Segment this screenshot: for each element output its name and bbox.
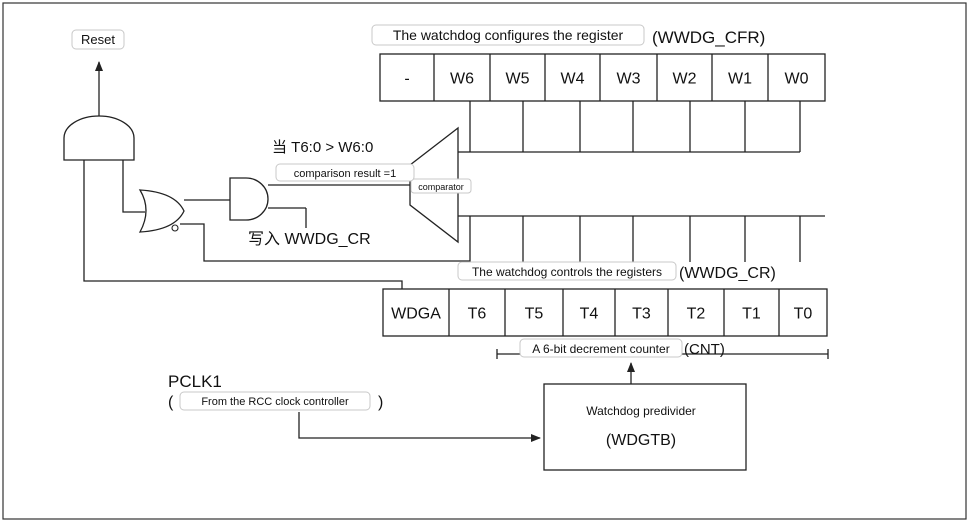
cfr-bit-label: W2 — [673, 70, 697, 87]
cr-title-bg — [457, 261, 677, 281]
t6-feedback-line — [180, 216, 471, 262]
cfr-title: The watchdog configures the register — [393, 27, 624, 43]
reset-and-gate — [63, 115, 135, 161]
cr-bit-t4: T4 — [562, 289, 599, 336]
or-gate — [138, 189, 185, 233]
predivider-name: (WDGTB) — [606, 432, 676, 449]
cr-bit-t0: T0 — [778, 289, 813, 336]
predivider-box — [543, 383, 747, 471]
or-gate-inversion-bubble — [171, 224, 179, 232]
comparator-label-bg — [410, 178, 472, 194]
or-to-reset-gate-line — [122, 160, 145, 213]
cr-register-name: (WWDG_CR) — [679, 265, 776, 282]
cr-bit-label: T3 — [632, 305, 651, 322]
cr-bit-t3: T3 — [614, 289, 651, 336]
pclk-open-paren: ( — [168, 394, 174, 411]
cr-bit-t2: T2 — [667, 289, 706, 336]
cr-bit-label: T4 — [580, 305, 599, 322]
cr-bit-label: T5 — [525, 305, 544, 322]
cfr-bit-label: W5 — [506, 70, 530, 87]
counter-name: (CNT) — [684, 341, 725, 358]
cfr-title-bg — [371, 24, 645, 46]
cr-bit-label: T6 — [468, 305, 487, 322]
cfr-bit-w6: W6 — [433, 54, 474, 101]
pclk-to-predivider-arrow — [298, 412, 541, 442]
cfr-register-name: (WWDG_CFR) — [652, 28, 765, 47]
cfr-bit-reserved: - — [404, 70, 409, 87]
cfr-bit-w4: W4 — [544, 54, 585, 101]
compare-and-gate — [229, 177, 269, 221]
counter-label: A 6-bit decrement counter — [532, 342, 669, 356]
comparator-label: comparator — [418, 182, 464, 192]
cfr-bit-label: W1 — [728, 70, 752, 87]
reset-label: Reset — [81, 32, 115, 47]
counter-label-bg — [519, 338, 683, 358]
reset-label-bg — [71, 29, 125, 50]
wdga-line — [83, 160, 403, 289]
compare-result-label: comparison result =1 — [294, 168, 396, 180]
cfr-bit-label: W0 — [785, 70, 809, 87]
cfr-bit-label: W6 — [450, 70, 474, 87]
cr-bit-cells: WDGA T6 T5 T4 T3 T2 T1 T0 — [391, 289, 812, 336]
cfr-bit-label: - — [404, 70, 409, 87]
cr-bit-lines — [522, 216, 801, 262]
cr-bit-label: T2 — [687, 305, 706, 322]
cfr-bit-w5: W5 — [489, 54, 530, 101]
pclk-close-paren: ) — [378, 394, 383, 411]
cr-bit-label: T1 — [742, 305, 761, 322]
cr-bit-t6: T6 — [448, 289, 487, 336]
pclk-source-bg — [179, 391, 371, 411]
cfr-bit-lines — [469, 101, 801, 152]
predivider-label: Watchdog predivider — [586, 404, 696, 418]
cfr-register — [379, 53, 826, 102]
write-cr-label: 写入 WWDG_CR — [248, 231, 371, 248]
cr-bit-t1: T1 — [723, 289, 761, 336]
pclk-name: PCLK1 — [168, 372, 222, 391]
cfr-bit-label: W3 — [617, 70, 641, 87]
cr-bit-label: T0 — [794, 305, 813, 322]
cr-title: The watchdog controls the registers — [472, 265, 662, 279]
cfr-bit-label: W4 — [561, 70, 585, 87]
cfr-bit-w1: W1 — [711, 54, 752, 101]
cfr-bit-cells: - W6 W5 W4 W3 W2 W1 W0 — [404, 54, 809, 101]
cfr-bit-w0: W0 — [767, 54, 809, 101]
cr-register — [382, 288, 828, 337]
cfr-bit-w2: W2 — [656, 54, 697, 101]
pclk-source-label: From the RCC clock controller — [201, 396, 349, 408]
cfr-bit-w3: W3 — [599, 54, 641, 101]
cr-bit-t5: T5 — [504, 289, 544, 336]
cr-bit-wdga: WDGA — [391, 305, 441, 322]
compare-result-bg — [275, 163, 415, 182]
compare-condition: 当 T6:0 > W6:0 — [272, 139, 373, 156]
cr-bit-label: WDGA — [391, 305, 441, 322]
